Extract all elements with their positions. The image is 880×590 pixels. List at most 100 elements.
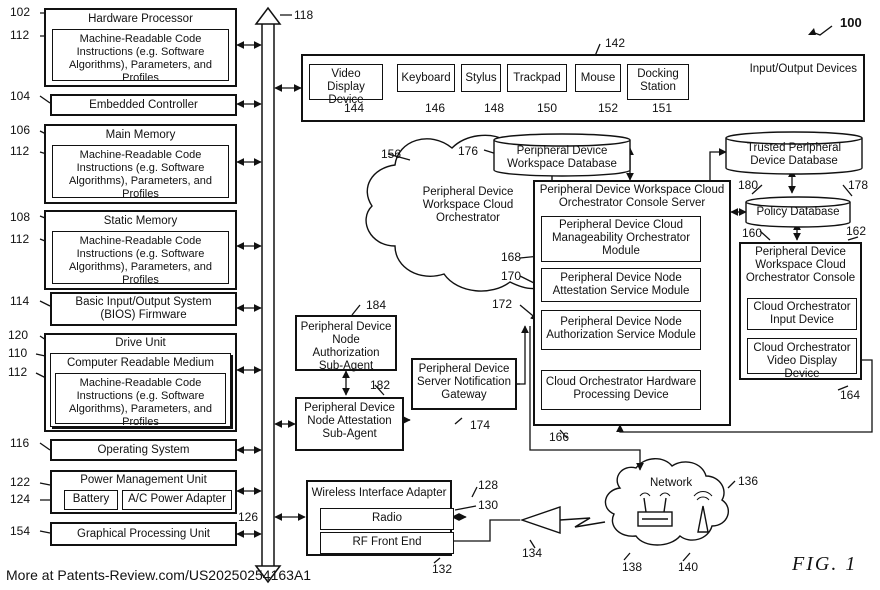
policy-database-label: Policy Database [746, 206, 850, 219]
main-memory-code-text: Machine-Readable Code Instructions (e.g.… [53, 149, 228, 201]
ref-168: 168 [501, 250, 521, 264]
ref-178: 178 [848, 178, 868, 192]
ref-174: 174 [470, 418, 490, 432]
ref-150: 150 [537, 101, 557, 115]
ref-106: 106 [10, 123, 30, 137]
docking-station-box: Docking Station [627, 64, 689, 100]
ref-108: 108 [10, 210, 30, 224]
ref-151: 151 [652, 101, 672, 115]
attestation-sub-agent-label: Peripheral Device Node Attestation Sub-A… [297, 402, 402, 441]
ref-112-b: 112 [10, 144, 29, 158]
ref-176: 176 [458, 144, 478, 158]
ref-124: 124 [10, 492, 30, 506]
ref-112-d: 112 [8, 365, 27, 379]
battery-box: Battery [64, 490, 118, 510]
workspace-database-label: Peripheral Device Workspace Database [500, 145, 624, 171]
ref-156: 156 [381, 147, 401, 161]
figure-number: 100 [840, 16, 862, 30]
attestation-service-label: Peripheral Device Node Attestation Servi… [542, 272, 700, 298]
static-memory-code-box: Machine-Readable Code Instructions (e.g.… [52, 231, 229, 284]
operating-system-label: Operating System [52, 444, 235, 457]
ref-136: 136 [738, 474, 758, 488]
static-memory-code-text: Machine-Readable Code Instructions (e.g.… [53, 235, 228, 287]
orchestrator-console-title: Peripheral Device Workspace Cloud Orches… [741, 246, 860, 285]
hardware-processor-box: Hardware Processor Machine-Readable Code… [44, 8, 237, 87]
static-memory-box: Static Memory Machine-Readable Code Inst… [44, 210, 237, 290]
crm-box: Computer Readable Medium Machine-Readabl… [50, 353, 231, 427]
authorization-sub-agent-box: Peripheral Device Node Authorization Sub… [295, 315, 397, 371]
orchestrator-input-device-box: Cloud Orchestrator Input Device [747, 298, 857, 330]
ref-142: 142 [605, 36, 625, 50]
main-memory-box: Main Memory Machine-Readable Code Instru… [44, 124, 237, 204]
authorization-sub-agent-label: Peripheral Device Node Authorization Sub… [297, 321, 395, 373]
crm-title: Computer Readable Medium [51, 357, 230, 370]
ref-118: 118 [294, 8, 313, 22]
ref-132: 132 [432, 562, 452, 576]
radio-box: Radio [320, 508, 454, 530]
ref-182: 182 [370, 378, 390, 392]
video-display-box: Video Display Device [309, 64, 383, 100]
ref-148: 148 [484, 101, 504, 115]
main-memory-title: Main Memory [46, 129, 235, 142]
ref-164: 164 [840, 388, 860, 402]
ref-162: 162 [846, 224, 866, 238]
ref-120: 120 [8, 328, 28, 342]
power-management-unit-title: Power Management Unit [52, 474, 235, 487]
hardware-processor-code-box: Machine-Readable Code Instructions (e.g.… [52, 29, 229, 81]
ac-adapter-box: A/C Power Adapter [122, 490, 232, 510]
trackpad-box: Trackpad [507, 64, 567, 92]
battery-label: Battery [65, 493, 117, 506]
orchestrator-video-device-box: Cloud Orchestrator Video Display Device [747, 338, 857, 374]
attestation-sub-agent-box: Peripheral Device Node Attestation Sub-A… [295, 397, 404, 451]
hardware-processor-code-text: Machine-Readable Code Instructions (e.g.… [53, 33, 228, 85]
mouse-box: Mouse [575, 64, 621, 92]
ref-114: 114 [10, 294, 29, 308]
network-label: Network [650, 477, 692, 490]
ref-122: 122 [10, 475, 30, 489]
hardware-processor-title: Hardware Processor [46, 13, 235, 26]
ref-130: 130 [478, 498, 498, 512]
ref-112-c: 112 [10, 232, 29, 246]
ref-166: 166 [549, 430, 569, 444]
ref-184: 184 [366, 298, 386, 312]
ref-110: 110 [8, 346, 27, 360]
orchestrator-video-device-label: Cloud Orchestrator Video Display Device [748, 342, 856, 381]
ref-160: 160 [742, 226, 762, 240]
keyboard-box: Keyboard [397, 64, 455, 92]
ref-112-a: 112 [10, 28, 29, 42]
rf-front-end-label: RF Front End [321, 536, 453, 549]
ref-134: 134 [522, 546, 542, 560]
figure-caption: FIG. 1 [792, 553, 857, 575]
ref-154: 154 [10, 524, 30, 538]
ref-138: 138 [622, 560, 642, 574]
hardware-processing-box: Cloud Orchestrator Hardware Processing D… [541, 370, 701, 410]
authorization-service-label: Peripheral Device Node Authorization Ser… [542, 316, 700, 342]
attestation-service-box: Peripheral Device Node Attestation Servi… [541, 268, 701, 302]
main-memory-code-box: Machine-Readable Code Instructions (e.g.… [52, 145, 229, 198]
operating-system-box: Operating System [50, 439, 237, 461]
notification-gateway-label: Peripheral Device Server Notification Ga… [413, 363, 515, 402]
static-memory-title: Static Memory [46, 215, 235, 228]
ref-104: 104 [10, 89, 30, 103]
ac-adapter-label: A/C Power Adapter [123, 493, 231, 506]
keyboard-label: Keyboard [398, 72, 454, 85]
orchestrator-console-box: Peripheral Device Workspace Cloud Orches… [739, 242, 862, 380]
drive-unit-title: Drive Unit [46, 337, 235, 350]
manageability-module-box: Peripheral Device Cloud Manageability Or… [541, 216, 701, 262]
crm-code-box: Machine-Readable Code Instructions (e.g.… [55, 373, 226, 424]
ref-144: 144 [344, 101, 364, 115]
orchestrator-input-device-label: Cloud Orchestrator Input Device [748, 301, 856, 327]
ref-140: 140 [678, 560, 698, 574]
crm-code-text: Machine-Readable Code Instructions (e.g.… [56, 377, 225, 429]
wireless-adapter-title: Wireless Interface Adapter [308, 487, 450, 500]
gpu-box: Graphical Processing Unit [50, 522, 237, 546]
ref-172: 172 [492, 297, 512, 311]
cloud-orchestrator-label: Peripheral Device Workspace Cloud Orches… [418, 186, 518, 225]
console-server-title: Peripheral Device Workspace Cloud Orches… [535, 184, 729, 210]
authorization-service-box: Peripheral Device Node Authorization Ser… [541, 310, 701, 350]
ref-170: 170 [501, 269, 521, 283]
gpu-label: Graphical Processing Unit [52, 528, 235, 541]
mouse-label: Mouse [576, 72, 620, 85]
bios-firmware-box: Basic Input/Output System (BIOS) Firmwar… [50, 292, 237, 326]
